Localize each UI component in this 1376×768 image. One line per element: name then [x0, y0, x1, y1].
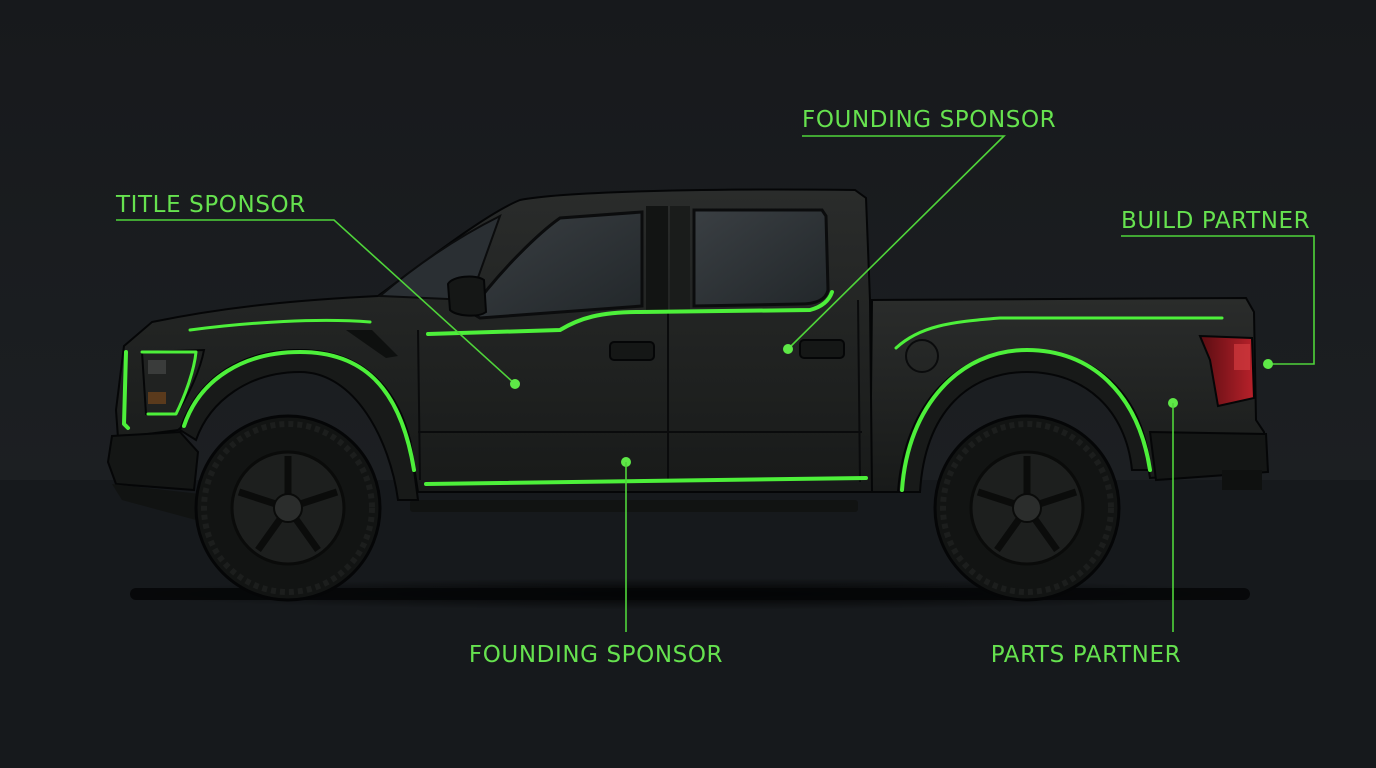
- pickup-truck: [106, 188, 1270, 602]
- callout-build-partner: BUILD PARTNER: [1121, 208, 1315, 369]
- callout-leader-build-partner: [1121, 235, 1315, 365]
- callout-marker-title-sponsor: [510, 379, 520, 389]
- front-bumper: [106, 430, 200, 492]
- callout-marker-build-partner: [1263, 359, 1273, 369]
- grille-accent: [122, 350, 130, 430]
- rear-fender-accent: [900, 348, 1152, 492]
- headlight-accent: [140, 350, 198, 416]
- callout-label-founding-sponsor-rear-door: FOUNDING SPONSOR: [802, 107, 1056, 133]
- rear-bumper: [1148, 430, 1270, 482]
- side-mirror: [446, 275, 488, 317]
- front-door-handle: [609, 341, 655, 361]
- callout-leader-title-sponsor: [116, 219, 516, 385]
- rear-wheel: [933, 414, 1121, 602]
- callout-title-sponsor: TITLE SPONSOR: [115, 192, 520, 389]
- rear-door-handle: [799, 339, 845, 359]
- rear-window: [692, 208, 830, 308]
- callout-label-title-sponsor: TITLE SPONSOR: [115, 192, 306, 218]
- running-board: [410, 500, 858, 512]
- callout-founding-sponsor-rocker: FOUNDING SPONSOR: [469, 457, 723, 668]
- callout-label-parts-partner: PARTS PARTNER: [991, 642, 1181, 668]
- callout-marker-founding-sponsor-rear-door: [783, 344, 793, 354]
- front-fender-accent: [182, 350, 416, 472]
- callout-parts-partner: PARTS PARTNER: [991, 398, 1181, 668]
- bed-rail-accent: [894, 316, 1224, 350]
- hood-vent: [346, 330, 398, 358]
- rocker-accent: [424, 476, 868, 486]
- fuel-door: [905, 339, 939, 373]
- front-wheel: [194, 414, 382, 602]
- callout-label-founding-sponsor-rocker: FOUNDING SPONSOR: [469, 642, 723, 668]
- callout-label-build-partner: BUILD PARTNER: [1121, 208, 1310, 234]
- hood-accent: [188, 318, 372, 332]
- callout-leader-founding-sponsor-rear-door: [787, 135, 1006, 350]
- callout-founding-sponsor-rear-door: FOUNDING SPONSOR: [783, 107, 1056, 354]
- beltline-accent: [426, 290, 834, 336]
